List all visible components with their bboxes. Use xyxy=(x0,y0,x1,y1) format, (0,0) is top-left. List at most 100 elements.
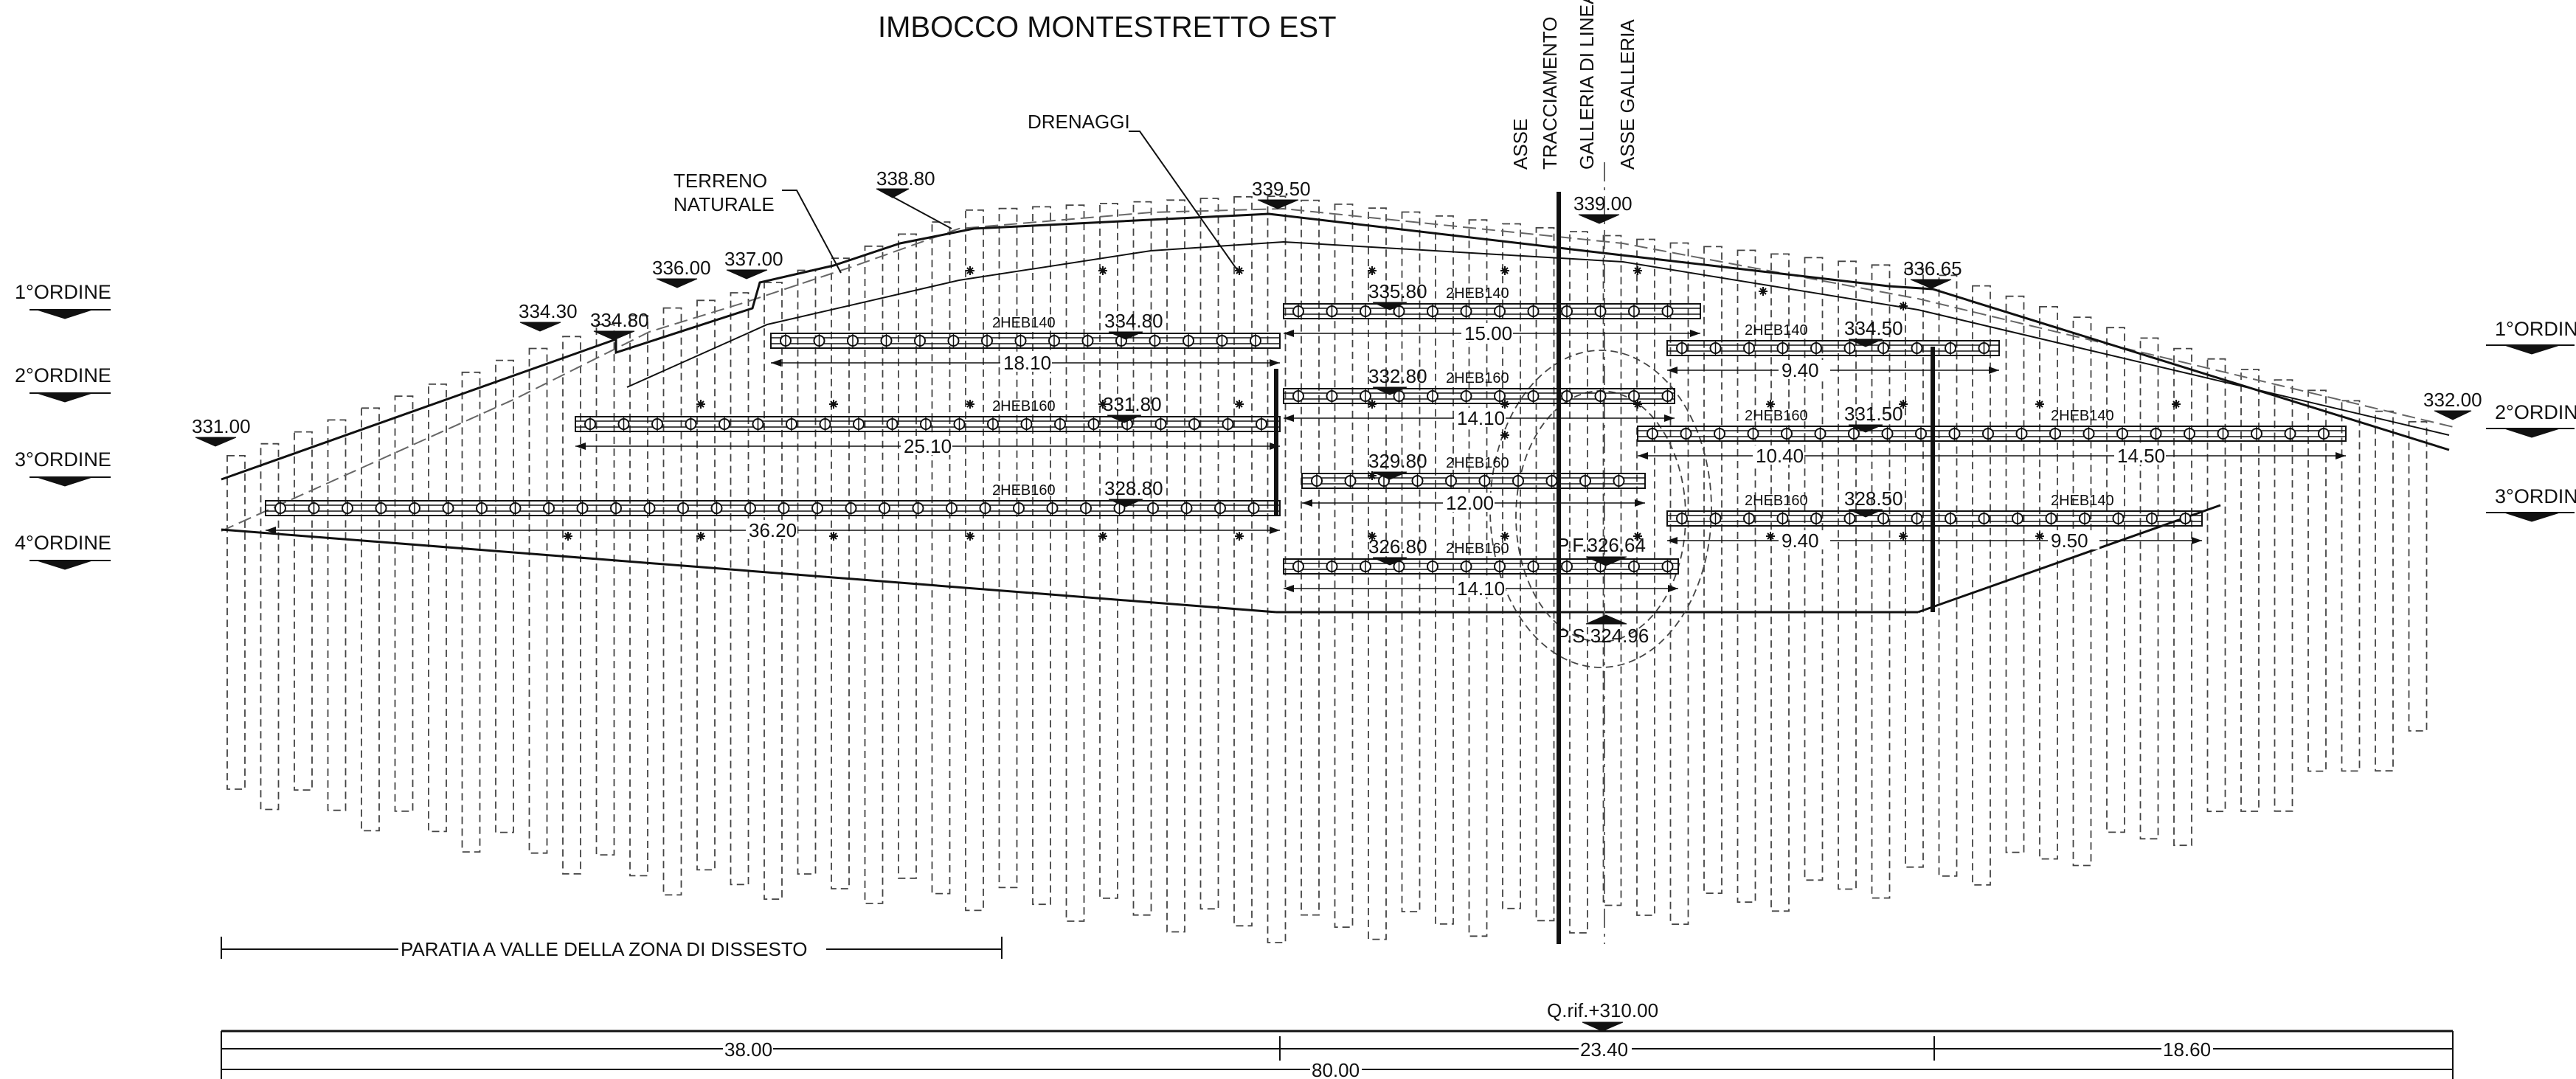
drain-mark xyxy=(1766,532,1775,541)
beam-row: 2HEB140 335.80 15.00 xyxy=(1283,280,1701,344)
svg-text:334.80: 334.80 xyxy=(590,309,649,331)
beam-elevation: 335.80 xyxy=(1368,280,1427,302)
beam-label: 2HEB140 xyxy=(2051,408,2114,424)
elevation-markers: 338.80 339.50 339.00 336.65 332.00 337.0… xyxy=(192,167,2482,447)
beam-elevation: 334.80 xyxy=(1104,310,1163,332)
drain-mark xyxy=(1500,400,1509,409)
elevation-marker: 339.50 xyxy=(1252,178,1311,209)
drain-mark xyxy=(829,532,838,541)
paratia-label: PARATIA A VALLE DELLA ZONA DI DISSESTO xyxy=(401,938,808,960)
label-terreno-2: NATURALE xyxy=(674,193,775,215)
order-label: 3°ORDINE xyxy=(2495,485,2576,507)
svg-text:P.S.324.96: P.S.324.96 xyxy=(1557,625,1649,647)
pile xyxy=(2375,410,2394,772)
pile xyxy=(2005,295,2025,853)
pile xyxy=(730,292,749,886)
orders-right: 1°ORDINE 2°ORDINE 3°ORDINE xyxy=(2486,318,2576,522)
drain-mark xyxy=(966,266,974,275)
svg-text:334.30: 334.30 xyxy=(519,300,578,322)
beam-elevation: 331.50 xyxy=(1844,403,1903,425)
drain-mark xyxy=(1368,471,1377,480)
pile xyxy=(1301,199,1320,916)
pile xyxy=(1569,231,1588,934)
drain-mark xyxy=(696,532,705,541)
svg-text:339.50: 339.50 xyxy=(1252,178,1311,200)
order-label: 1°ORDINE xyxy=(15,281,111,303)
axis-label-asse: ASSE xyxy=(1509,119,1531,170)
drain-mark xyxy=(966,400,974,409)
pile xyxy=(2173,347,2192,847)
beam-elevation: 332.80 xyxy=(1368,365,1427,387)
pile xyxy=(1132,201,1152,916)
drain-mark xyxy=(1766,400,1775,409)
pile xyxy=(1972,285,1991,886)
tieback-length: 14.10 xyxy=(1457,577,1505,600)
svg-text:P.F.326.64: P.F.326.64 xyxy=(1557,534,1646,556)
pile xyxy=(1703,246,1722,895)
pile-wall xyxy=(226,195,2428,943)
pile xyxy=(864,245,884,904)
drain-mark xyxy=(2172,400,2181,409)
beam-label: 2HEB160 xyxy=(992,398,1056,414)
pile xyxy=(226,455,246,790)
beam-elevation: 334.50 xyxy=(1844,317,1903,339)
pile xyxy=(1099,202,1118,899)
pile xyxy=(662,307,682,896)
pile xyxy=(595,324,615,856)
pile xyxy=(1435,215,1454,925)
elevation-marker: 331.00 xyxy=(192,415,251,447)
tieback-length: 25.10 xyxy=(904,435,952,457)
drain-marks xyxy=(564,266,2181,541)
reference-level: Q.rif.+310.00 xyxy=(221,999,2454,1079)
pile xyxy=(2307,389,2327,772)
pile xyxy=(1334,203,1354,929)
pile xyxy=(797,269,817,875)
tieback-length: 9.40 xyxy=(1782,530,1819,552)
drain-mark xyxy=(696,400,705,409)
svg-text:331.00: 331.00 xyxy=(192,415,251,437)
elevation-marker: 336.00 xyxy=(652,257,711,288)
tieback-length: 36.20 xyxy=(749,519,797,541)
beam-label: 2HEB140 xyxy=(1446,285,1509,302)
pile xyxy=(2240,368,2260,812)
pile xyxy=(2408,420,2428,732)
pile xyxy=(260,443,280,811)
elevation-marker: 334.80 xyxy=(590,309,649,341)
beam-label: 2HEB140 xyxy=(1745,322,1808,339)
bottom-sloped-line xyxy=(221,528,1277,614)
drain-mark xyxy=(966,532,974,541)
order-label: 3°ORDINE xyxy=(15,448,111,471)
bottom-dimension-row: 38.00 23.40 18.60 80.00 xyxy=(221,1036,2453,1079)
pile xyxy=(898,233,917,879)
drain-mark xyxy=(1098,532,1107,541)
pile xyxy=(1938,274,1958,877)
drain-mark xyxy=(1368,532,1377,541)
pile xyxy=(428,384,447,833)
order-label: 2°ORDINE xyxy=(2495,401,2576,423)
elevation-marker: 337.00 xyxy=(724,248,783,280)
drain-mark xyxy=(1500,431,1509,440)
tieback-length: 18.10 xyxy=(1003,352,1051,374)
svg-text:338.80: 338.80 xyxy=(876,167,935,190)
tieback-length: 10.40 xyxy=(1756,445,1804,467)
tieback-length: 15.00 xyxy=(1464,322,1512,344)
pile xyxy=(1166,199,1185,933)
pile xyxy=(2139,337,2159,840)
drain-mark xyxy=(1368,266,1377,275)
axis-label-asse-galleria: ASSE GALLERIA xyxy=(1616,19,1638,170)
pile xyxy=(1468,219,1488,937)
tieback-length: 9.50 xyxy=(2051,530,2088,552)
pile xyxy=(1871,264,1891,899)
svg-text:Q.rif.+310.00: Q.rif.+310.00 xyxy=(1547,999,1658,1021)
pile xyxy=(1804,257,1824,881)
beam-elevation: 326.80 xyxy=(1368,535,1427,558)
drain-mark xyxy=(1500,266,1509,275)
pile xyxy=(696,299,716,871)
